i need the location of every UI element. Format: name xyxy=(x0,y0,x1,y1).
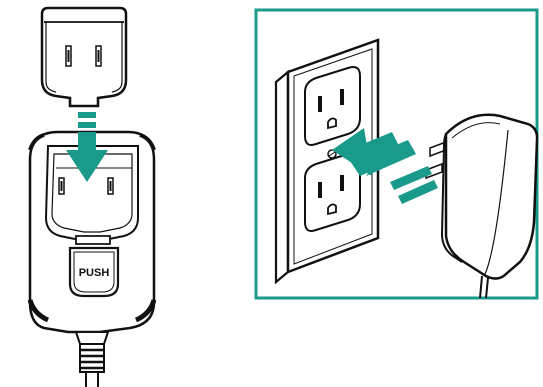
charger-base-icon xyxy=(27,130,157,334)
left-panel: PUSH xyxy=(27,6,157,387)
wall-outlet-icon xyxy=(274,38,380,285)
wall-adapter-icon xyxy=(425,113,539,299)
power-cord-icon xyxy=(74,331,110,387)
push-button-icon: PUSH xyxy=(68,235,120,298)
insert-arrow-icon xyxy=(332,128,438,204)
right-panel xyxy=(254,8,539,300)
push-label: PUSH xyxy=(79,267,110,279)
plug-adapter-icon xyxy=(40,6,128,108)
insert-arrow-icon xyxy=(66,112,108,182)
